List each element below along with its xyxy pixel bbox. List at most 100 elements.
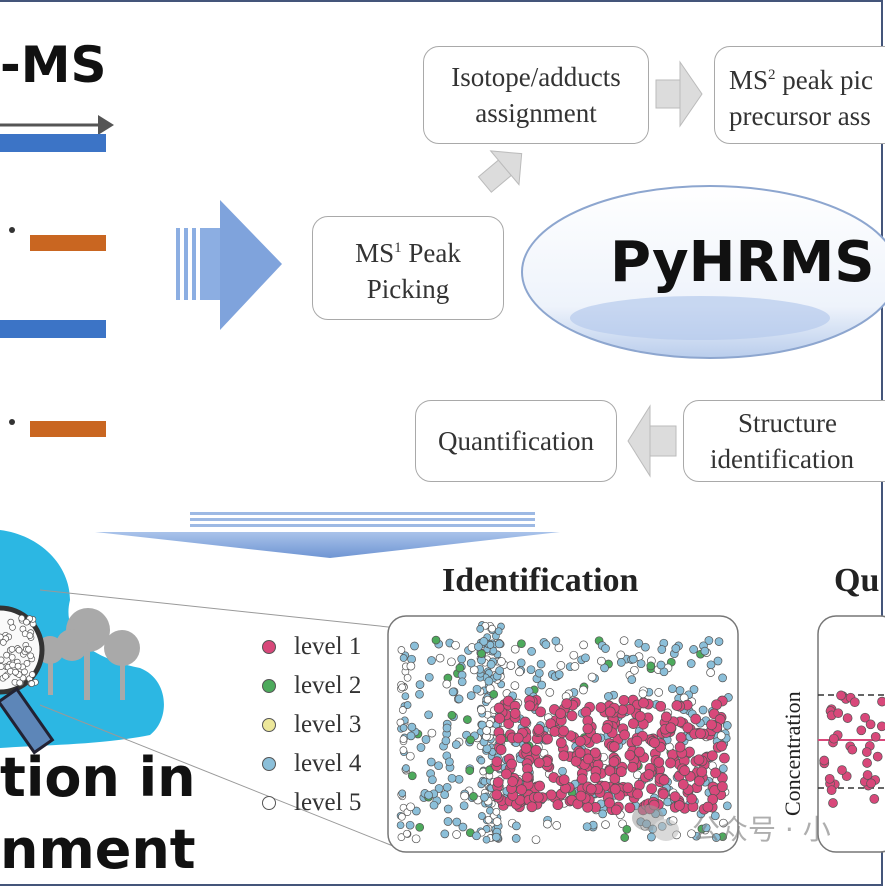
magnifier-point: [12, 668, 19, 676]
quant-point: [828, 798, 838, 808]
scatter-point: [443, 804, 453, 814]
legend-level-1: level 1: [262, 632, 361, 662]
magnifier-point: [21, 668, 28, 676]
scatter-point: [636, 659, 646, 669]
scatter-point: [510, 681, 520, 690]
scatter-point: [542, 733, 553, 745]
scatter-point: [492, 776, 504, 788]
scatter-point: [431, 635, 441, 645]
scatter-point: [570, 662, 580, 671]
quant-point: [870, 731, 881, 742]
scatter-point: [536, 659, 546, 669]
scatter-point: [434, 761, 443, 771]
scatter-point: [671, 700, 683, 711]
scatter-point: [406, 661, 416, 671]
scatter-point: [646, 783, 657, 795]
magnifier-point: [2, 672, 9, 680]
scatter-point: [711, 699, 722, 711]
trees: [36, 608, 140, 700]
concentration-axis-label: Concentration: [780, 691, 805, 816]
quant-point: [842, 713, 853, 723]
scatter-point: [434, 784, 444, 793]
scatter-point: [696, 766, 708, 778]
scatter-point: [638, 697, 649, 709]
quant-point: [856, 725, 867, 736]
left-caption-line1: tion in: [0, 746, 196, 809]
scatter-point: [595, 702, 607, 713]
scatter-point: [495, 744, 507, 756]
scatter-point: [457, 677, 467, 687]
scatter-point: [634, 746, 645, 758]
scatter-point: [440, 829, 450, 839]
scatter-point: [543, 819, 552, 829]
scatter-point: [675, 732, 687, 743]
scatter-point: [492, 807, 501, 816]
scatter-point: [653, 756, 665, 768]
scatter-point: [506, 661, 516, 670]
magnifier-point: [23, 618, 30, 626]
scatter-point: [398, 812, 406, 821]
scatter-point: [628, 654, 638, 664]
scatter-point: [558, 725, 569, 737]
scatter-point: [534, 668, 544, 678]
scatter-point: [427, 656, 436, 665]
scatter-point: [608, 756, 620, 768]
scatter-point: [494, 627, 503, 636]
scatter-point: [604, 797, 615, 809]
scatter-point: [655, 700, 667, 712]
scatter-point: [616, 658, 626, 667]
scatter-point: [482, 835, 491, 844]
ms2-peak-box: MS2 peak pic precursor ass: [714, 46, 885, 144]
scatter-point: [569, 650, 579, 660]
scatter-point: [590, 772, 601, 784]
scatter-point: [694, 775, 705, 787]
scatter-point: [458, 822, 468, 832]
scatter-point: [527, 647, 536, 656]
scatter-point: [581, 653, 590, 663]
legend-dot-4: [262, 757, 276, 771]
magnifier-point: [23, 660, 31, 667]
identification-title: Identification: [442, 562, 639, 599]
scatter-point: [624, 802, 636, 814]
structure-identification-box: Structure identification: [683, 400, 885, 482]
scatter-point: [616, 766, 627, 778]
quantification-dots: [819, 690, 885, 808]
scatter-point: [484, 676, 494, 686]
scatter-point: [512, 821, 521, 831]
scatter-point: [622, 824, 632, 834]
scatter-point: [497, 657, 506, 666]
scatter-point: [478, 812, 486, 820]
scatter-point: [719, 752, 730, 764]
scatter-point: [399, 735, 408, 744]
quant-point: [826, 785, 837, 796]
scatter-point: [516, 658, 526, 668]
scatter-point: [511, 834, 521, 843]
scatter-point: [706, 668, 715, 677]
scatter-point: [410, 641, 419, 651]
quant-point: [872, 751, 883, 762]
scatter-point: [512, 732, 524, 744]
scatter-point: [679, 765, 690, 776]
scatter-point: [399, 746, 408, 754]
scatter-point: [454, 694, 464, 704]
blue-right-arrow: [176, 200, 282, 330]
scatter-point: [541, 640, 551, 649]
scatter-point: [495, 666, 504, 675]
legend-level-3: level 3: [262, 710, 361, 740]
magnifier-point: [28, 671, 36, 678]
blue-bar-top: [0, 134, 106, 152]
scatter-point: [706, 719, 717, 731]
scatter-point: [533, 757, 545, 769]
scatter-point: [668, 684, 677, 694]
scatter-point: [561, 698, 573, 709]
scatter-point: [591, 733, 602, 744]
timeline-arrowhead: [98, 115, 114, 135]
blue-bar-mid: [0, 320, 106, 338]
scatter-point: [405, 820, 415, 830]
quant-point: [824, 773, 835, 784]
scatter-point: [657, 645, 667, 654]
scatter-point: [517, 639, 526, 649]
scatter-point: [465, 766, 475, 775]
magnifier-point: [9, 661, 16, 669]
scatter-point: [711, 833, 721, 842]
